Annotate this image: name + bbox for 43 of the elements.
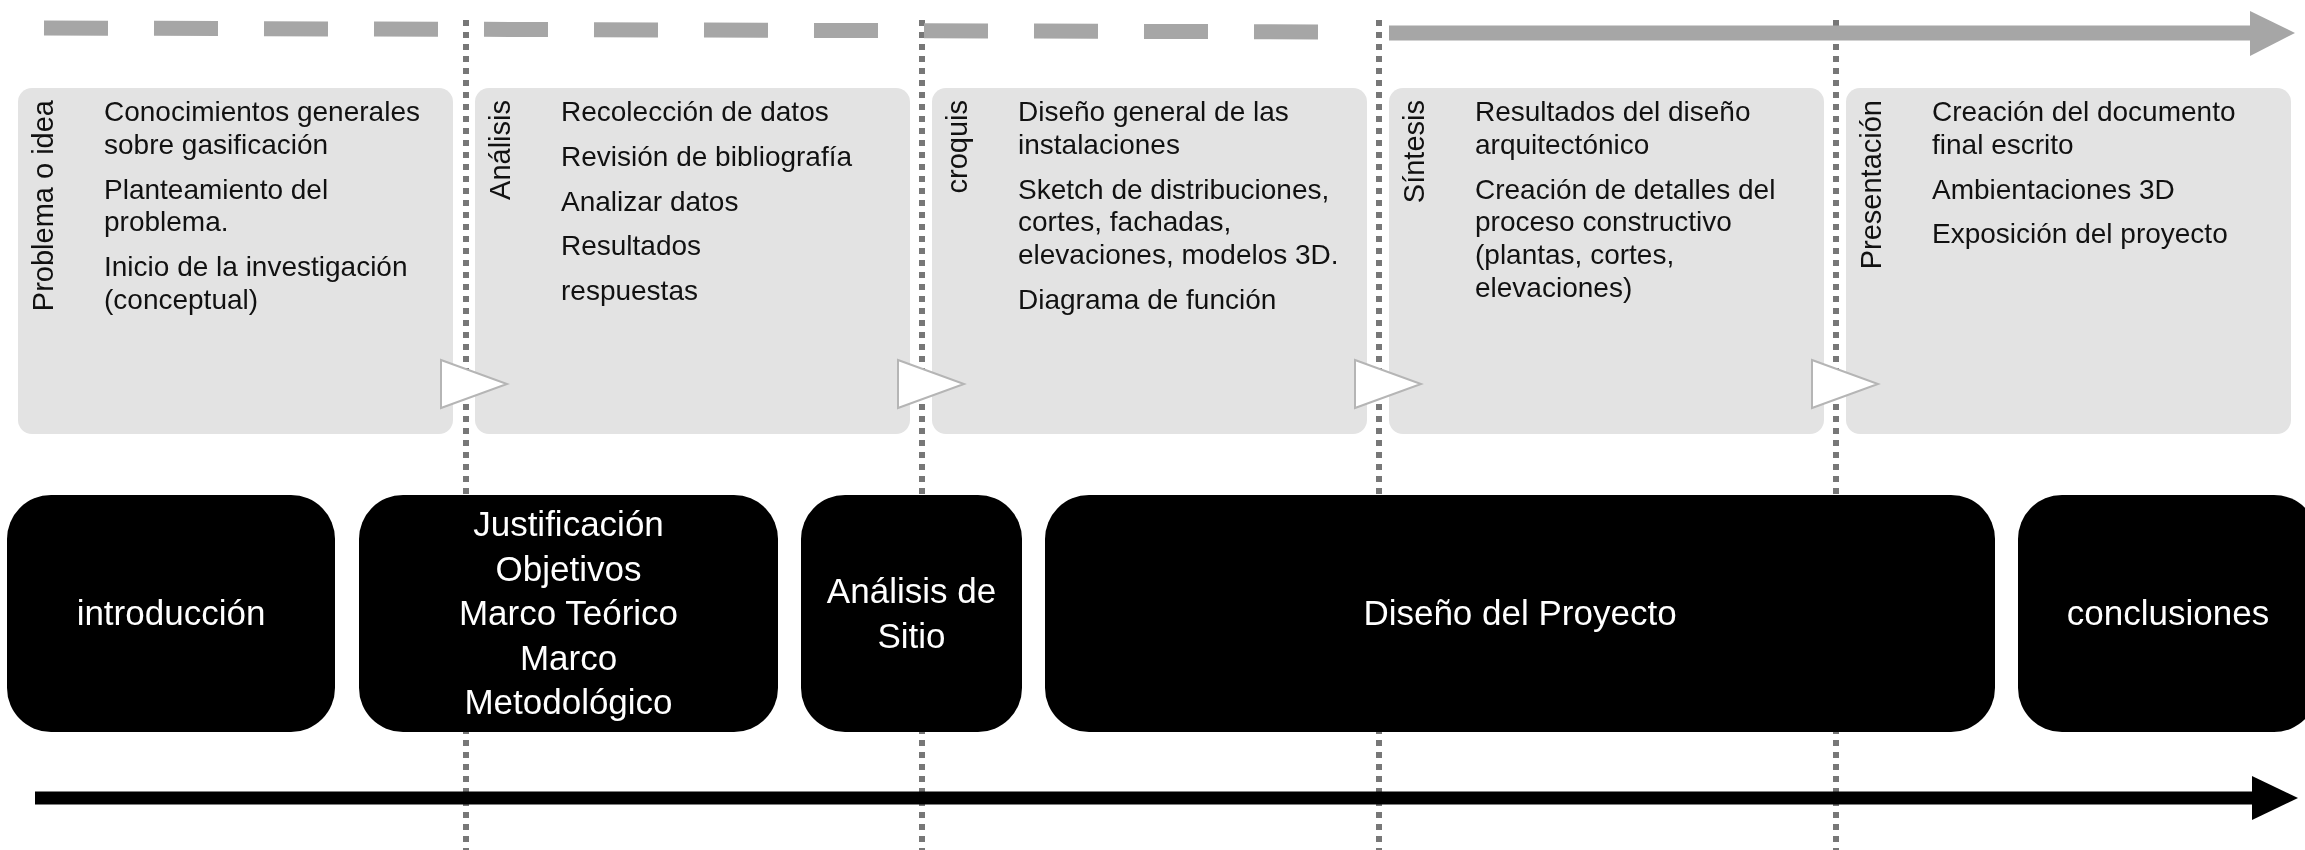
chevron-arrow — [1354, 358, 1424, 410]
task-text: Planteamiento del problema. — [104, 173, 330, 239]
task-text: Creación de detalles del proceso constructivo (plantas, cortes, elevaciones) — [1475, 173, 1777, 305]
task-text: Ambientaciones 3D — [1932, 173, 2176, 207]
task-text: Revisión de bibliografía — [561, 140, 854, 174]
chapter-label: Objetivos — [495, 547, 642, 590]
phase-title: Problema o idea — [28, 100, 60, 312]
chapter-box — [7, 495, 335, 732]
chevron-arrow — [1811, 358, 1881, 410]
phase-title: Análisis — [485, 100, 517, 200]
task-text: Conocimientos generales sobre gasificación — [104, 96, 421, 162]
chapter-label: Marco Metodológico — [463, 636, 674, 724]
chapter-box — [2018, 495, 2305, 732]
phase-box — [1389, 88, 1824, 434]
chevron-arrow — [897, 358, 967, 410]
task-text: Recolección de datos — [561, 96, 830, 129]
task-text: Resultados — [561, 230, 703, 263]
task-text: Inicio de la investigación (conceptual) — [104, 251, 409, 317]
phase-box — [18, 88, 453, 434]
chapter-label: Marco Teórico — [458, 592, 679, 635]
task-text: Resultados del diseño arquitectónico — [1475, 96, 1752, 162]
chapter-label: introducción — [76, 592, 266, 635]
task-text: Sketch de distribuciones, cortes, fachadas, elevaciones, modelos 3D. — [1018, 173, 1340, 272]
chapter-label: Justificación — [473, 503, 664, 546]
task-text: Diagrama de función — [1018, 283, 1278, 317]
chapter-label: Análisis de Sitio — [825, 570, 998, 657]
phase-box — [1846, 88, 2291, 434]
task-text: Diseño general de las instalaciones — [1018, 96, 1290, 162]
phase-box — [932, 88, 1367, 434]
chapter-box — [1045, 495, 1995, 732]
phase-title: Presentación — [1856, 100, 1888, 270]
task-text: Exposición del proyecto — [1932, 218, 2229, 251]
chapter-box — [359, 495, 778, 732]
task-text: Creación del documento final escrito — [1932, 96, 2237, 162]
chapter-label: Diseño del Proyecto — [1363, 592, 1677, 635]
chapter-box — [801, 495, 1022, 732]
phase-title: croquis — [942, 100, 974, 194]
task-text: respuestas — [561, 275, 699, 308]
chapter-label: conclusiones — [2066, 592, 2270, 635]
phase-box — [475, 88, 910, 434]
phase-title: Síntesis — [1399, 100, 1431, 204]
chevron-arrow — [440, 358, 510, 410]
task-text: Analizar datos — [561, 185, 740, 219]
